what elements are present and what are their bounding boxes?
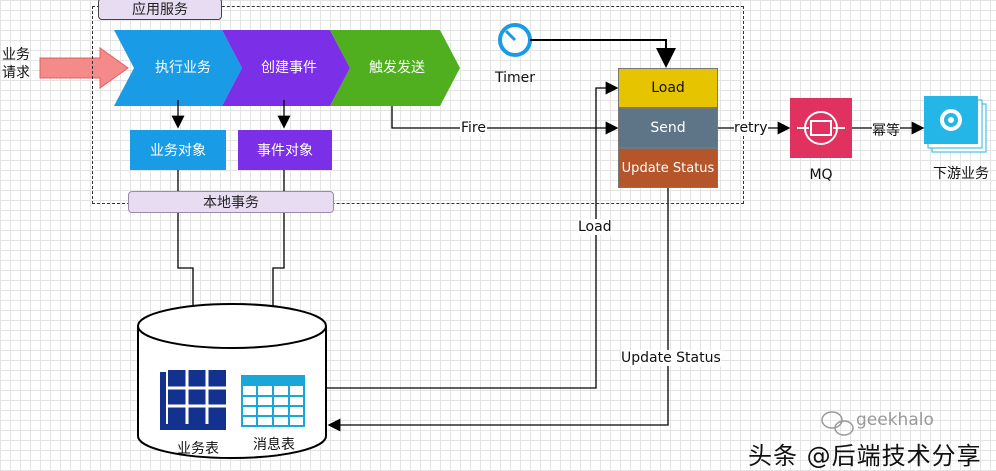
update-status-step-box[interactable]: Update Status xyxy=(618,148,718,188)
application-service-tag: 应用服务 xyxy=(98,0,222,20)
message-table-icon xyxy=(241,375,305,427)
chevron-trigger-send-label: 触发发送 xyxy=(369,60,425,76)
business-table-icon xyxy=(160,370,226,430)
update-status-edge-label: Update Status xyxy=(621,350,721,366)
fire-edge-label: Fire xyxy=(460,120,487,136)
timer-label: Timer xyxy=(494,70,536,86)
business-table-label: 业务表 xyxy=(177,441,219,457)
idempotent-edge-label: 幂等 xyxy=(872,120,900,140)
event-object-box[interactable]: 事件对象 xyxy=(238,130,332,170)
load-step-box[interactable]: Load xyxy=(618,68,718,108)
footer-attribution: 头条 @后端技术分享 xyxy=(748,442,982,470)
watermark-icon xyxy=(821,411,854,436)
load-edge-label: Load xyxy=(578,219,612,235)
business-object-box[interactable]: 业务对象 xyxy=(130,130,226,170)
chevron-execute-business-label: 执行业务 xyxy=(155,60,211,76)
local-transaction-label: 本地事务 xyxy=(128,191,334,213)
chevron-trigger-send[interactable] xyxy=(330,30,460,106)
request-arrow xyxy=(39,47,129,89)
downstream-service-icon[interactable] xyxy=(924,96,987,153)
retry-edge-label: retry xyxy=(734,120,768,136)
application-service-boundary xyxy=(92,6,744,204)
send-step-box[interactable]: Send xyxy=(618,108,718,148)
mq-label: MQ xyxy=(809,167,833,183)
message-table-label: 消息表 xyxy=(253,437,295,453)
downstream-service-label: 下游业务 xyxy=(933,166,989,182)
watermark-text: geekhalo xyxy=(856,410,934,430)
chevron-execute-business[interactable] xyxy=(114,30,242,106)
request-label: 业务 请求 xyxy=(2,47,30,81)
chevron-create-event-label: 创建事件 xyxy=(261,60,317,76)
chevron-create-event[interactable] xyxy=(222,30,350,106)
mq-icon[interactable] xyxy=(790,98,852,158)
